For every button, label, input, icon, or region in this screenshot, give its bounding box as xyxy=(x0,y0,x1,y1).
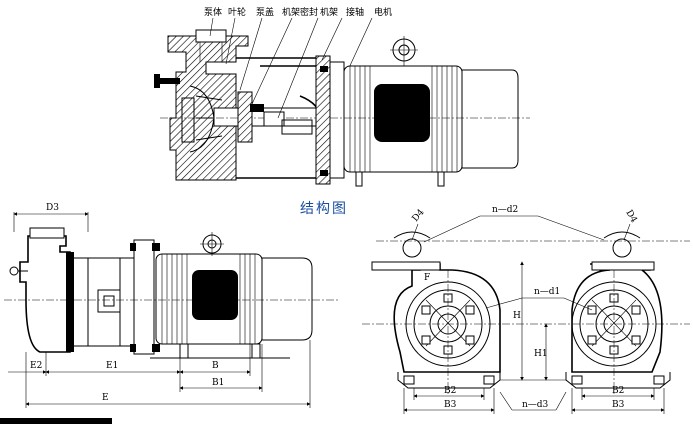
label-frame-seal: 机架密封 xyxy=(282,6,318,18)
dim-f: F xyxy=(424,273,430,283)
dim-n-d3: n—d3 xyxy=(522,400,549,410)
label-pump-cover: 泵盖 xyxy=(256,6,274,18)
label-motor: 电机 xyxy=(374,6,392,18)
coupling xyxy=(315,55,331,185)
terminal-box-side xyxy=(192,270,238,320)
dim-e1: E1 xyxy=(106,361,118,371)
frame-seal-part xyxy=(237,91,253,143)
side-dim-lines xyxy=(8,340,311,408)
dim-e2: E2 xyxy=(30,361,42,371)
label-impeller: 叶轮 xyxy=(228,6,246,18)
front-pump-right xyxy=(565,231,671,389)
motor-top xyxy=(329,36,519,187)
fan-cover xyxy=(261,257,313,341)
pump-casing xyxy=(167,35,249,181)
dim-h: H xyxy=(513,311,521,321)
pump-flange xyxy=(66,252,74,352)
dim-b3-left: B3 xyxy=(444,400,457,410)
label-frame: 机架 xyxy=(320,6,338,18)
dim-e: E xyxy=(102,393,109,403)
dim-d4-left: D4 xyxy=(411,207,427,224)
dim-d3: D3 xyxy=(46,203,59,213)
dim-d4-right: D4 xyxy=(623,209,638,225)
side-view: D3 xyxy=(0,203,340,424)
sectional-view: 泵体 叶轮 泵盖 机架密封 机架 接轴 电机 xyxy=(154,6,530,217)
motor-fins-top xyxy=(349,66,458,172)
caption: 结构图 xyxy=(300,201,348,217)
terminal-box-top xyxy=(374,84,430,142)
dim-b: B xyxy=(212,361,219,371)
motor-flange xyxy=(133,239,155,355)
front-view: n—d2 D4 D4 F n—d1 H H1 B2 B3 n—d3 xyxy=(362,205,690,414)
front-pump-left xyxy=(371,231,501,389)
label-pump-body: 泵体 xyxy=(204,6,222,18)
bolt xyxy=(156,78,180,84)
dim-b1: B1 xyxy=(212,378,224,388)
part-leaders xyxy=(209,17,373,119)
label-shaft-coupling: 接轴 xyxy=(346,6,364,18)
pump-head xyxy=(19,235,71,353)
dim-n-d1: n—d1 xyxy=(534,287,560,297)
dim-b2-right: B2 xyxy=(612,386,624,396)
dim-n-d2: n—d2 xyxy=(492,205,518,215)
dim-b3-right: B3 xyxy=(612,400,625,410)
black-bar xyxy=(0,418,112,424)
bracket xyxy=(74,257,135,347)
dim-h1: H1 xyxy=(534,349,548,359)
dim-b2-left: B2 xyxy=(444,386,456,396)
pump-cover-section xyxy=(181,97,195,143)
motor-fins-side xyxy=(161,254,256,344)
